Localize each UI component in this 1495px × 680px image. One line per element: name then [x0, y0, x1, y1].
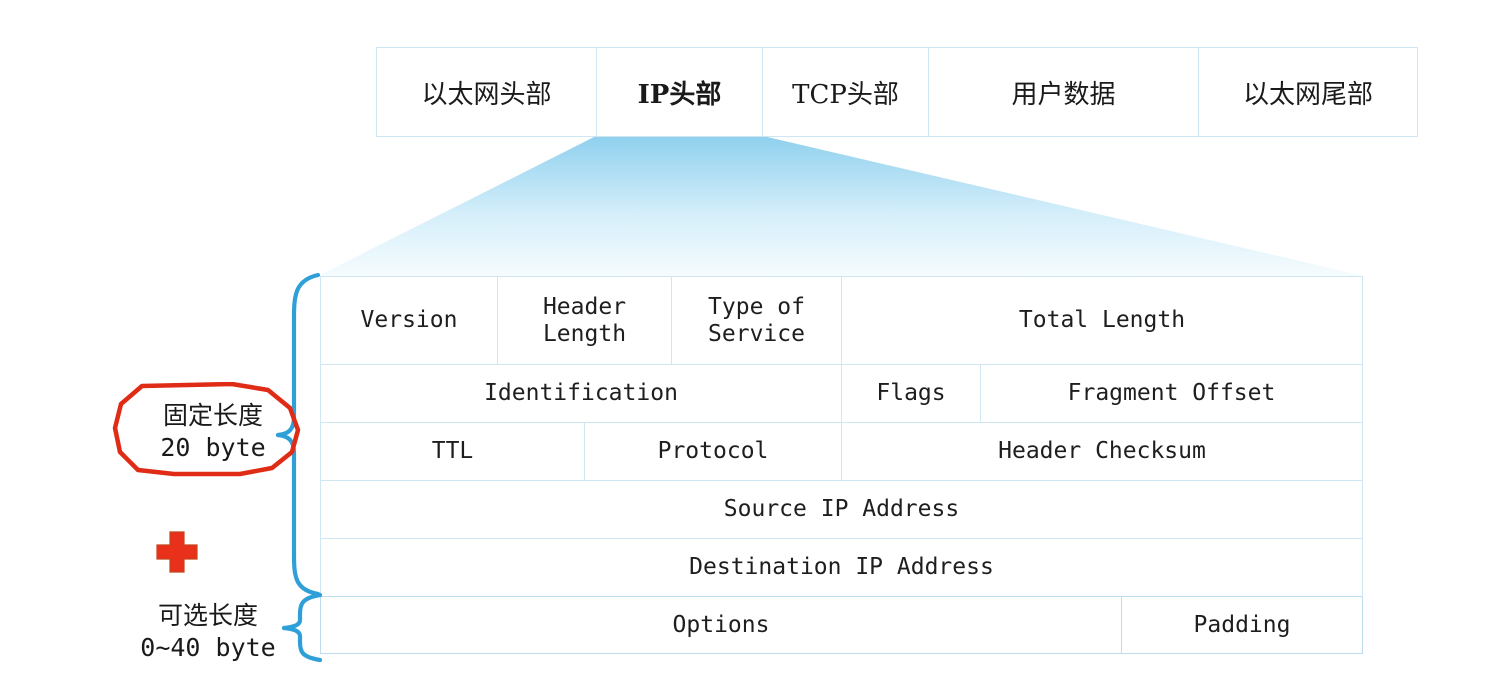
field-version: Version	[321, 277, 498, 364]
fixed-length-label: 固定长度 20 byte	[138, 400, 288, 464]
frame-cell-ethernet-tail: 以太网尾部	[1242, 79, 1373, 110]
fixed-length-brace-icon	[275, 272, 321, 597]
field-identification: Identification	[321, 365, 842, 422]
field-type-of-service: Type of Service	[672, 277, 842, 364]
optional-length-line2: 0~40 byte	[140, 633, 276, 662]
field-padding: Padding	[1193, 611, 1291, 638]
optional-length-brace-icon	[281, 592, 323, 662]
ip-header-row: Destination IP Address	[320, 538, 1363, 596]
field-protocol: Protocol	[585, 423, 842, 480]
ip-header-row: Identification Flags Fragment Offset	[320, 364, 1363, 422]
ip-header-table: Version Header Length Type of Service To…	[320, 276, 1363, 654]
zoom-funnel-shape	[318, 136, 1364, 276]
red-plus-icon	[156, 531, 198, 573]
fixed-length-line1: 固定长度	[162, 401, 263, 430]
ip-header-row: Version Header Length Type of Service To…	[320, 276, 1363, 364]
red-highlight-ellipse-icon	[112, 382, 301, 477]
field-header-length: Header Length	[498, 277, 672, 364]
ip-header-row: TTL Protocol Header Checksum	[320, 422, 1363, 480]
field-fragment-offset: Fragment Offset	[1067, 380, 1276, 407]
field-flags: Flags	[842, 365, 981, 422]
frame-cell-ethernet-header: 以太网头部	[377, 48, 597, 136]
field-total-length: Total Length	[1018, 307, 1186, 334]
optional-length-label: 可选长度 0~40 byte	[128, 600, 288, 664]
frame-cell-tcp-header: TCP头部	[763, 48, 929, 136]
frame-cell-ip-header: IP头部	[597, 48, 763, 136]
field-destination-ip-address: Destination IP Address	[689, 554, 994, 581]
frame-cell-user-data: 用户数据	[929, 48, 1199, 136]
field-source-ip-address: Source IP Address	[723, 496, 960, 523]
ethernet-frame-row: 以太网头部 IP头部 TCP头部 用户数据 以太网尾部	[376, 47, 1418, 137]
field-options: Options	[321, 597, 1122, 653]
field-header-checksum: Header Checksum	[998, 438, 1206, 465]
ip-header-row-options: Options Padding	[320, 596, 1363, 654]
field-ttl: TTL	[321, 423, 585, 480]
optional-length-line1: 可选长度	[157, 601, 258, 630]
ip-header-row: Source IP Address	[320, 480, 1363, 538]
fixed-length-line2: 20 byte	[160, 433, 266, 462]
